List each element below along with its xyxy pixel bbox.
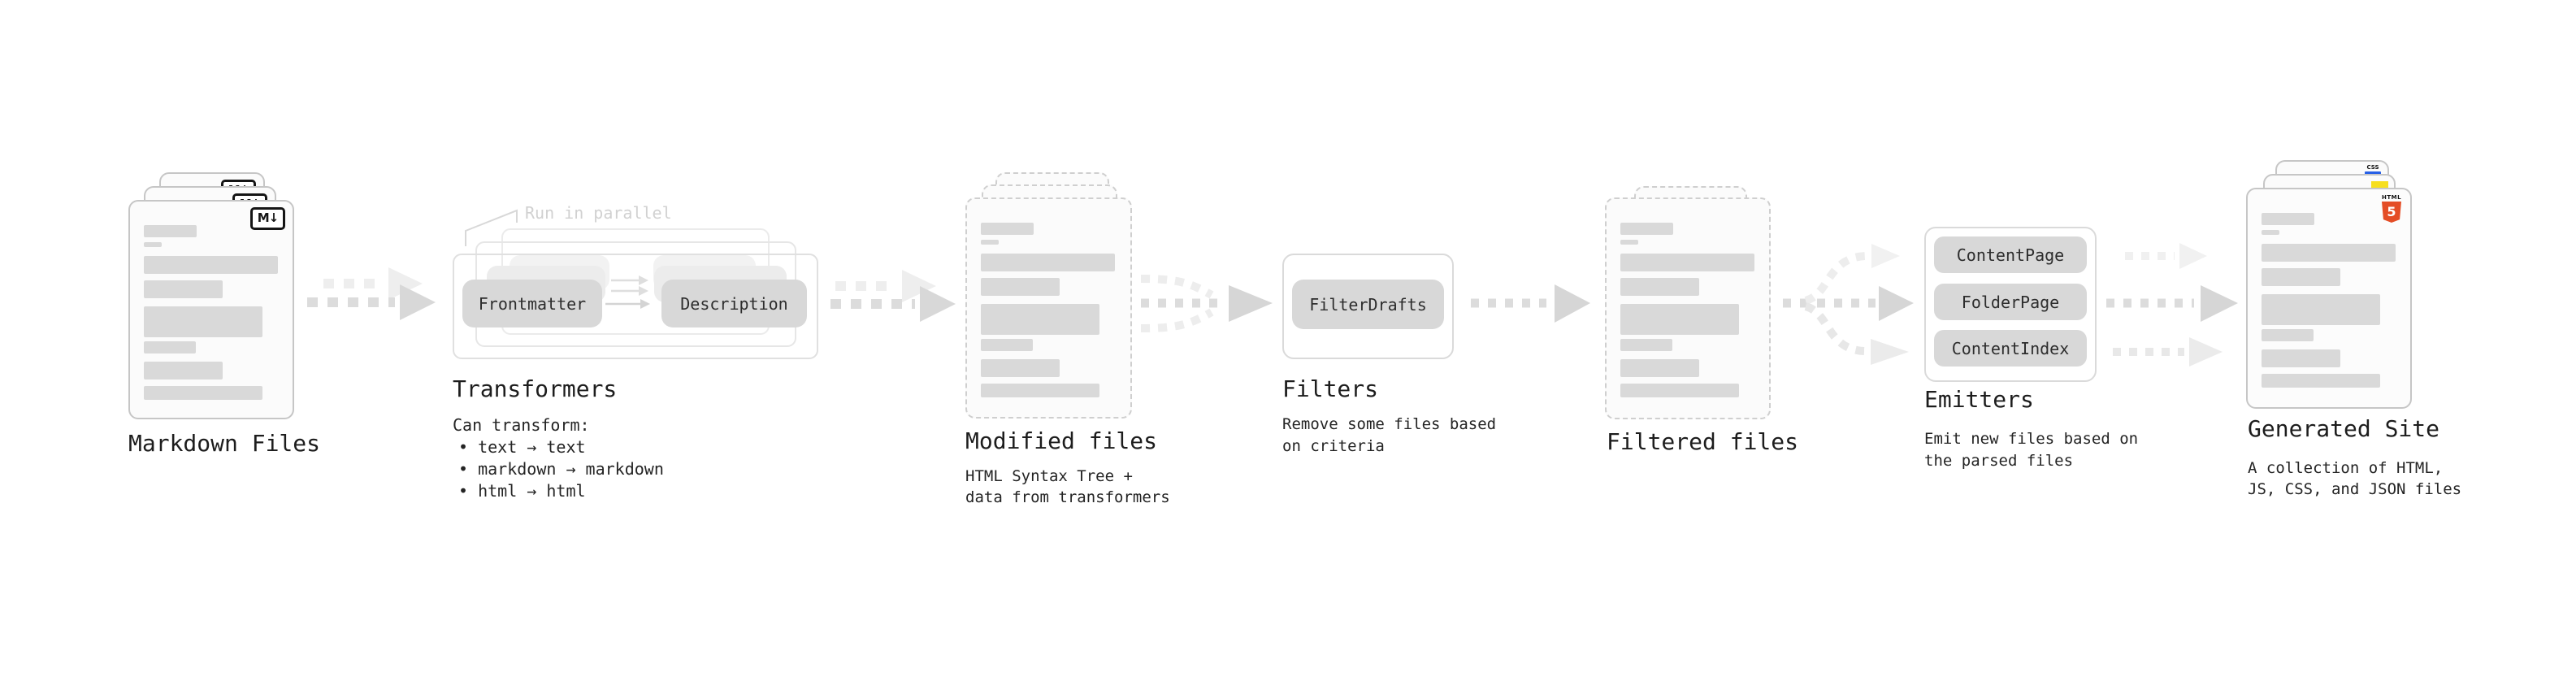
text-line: [1620, 223, 1673, 235]
text-line: [2262, 230, 2279, 235]
filtered-files-label: Filtered files: [1607, 428, 1799, 455]
contentindex-pill: ContentIndex: [1934, 330, 2087, 367]
text-line: [981, 359, 1060, 377]
text-line: [981, 339, 1033, 351]
bullet-item: • html → html: [458, 481, 586, 501]
css-blue-bar: [2365, 171, 2381, 175]
transformers-bullet-list: • text → text • markdown → markdown • ht…: [458, 436, 664, 502]
generated-file-card-front: HTML 5: [2246, 188, 2412, 409]
modified-files-description: HTML Syntax Tree + data from transformer…: [965, 467, 1170, 506]
html5-icon: HTML 5: [2382, 194, 2401, 223]
arrow-filters-to-filtered: [1471, 284, 1590, 323]
emitters-description: Emit new files based on the parsed files: [1924, 430, 2139, 470]
document-text-placeholder: [967, 199, 1130, 417]
generated-site-label: Generated Site: [2248, 415, 2440, 442]
transformers-description: Can transform:: [453, 415, 590, 435]
markdown-files-label: Markdown Files: [128, 430, 321, 457]
bullet-item: • text → text: [458, 437, 586, 457]
text-line: [144, 280, 223, 298]
text-line: [144, 386, 262, 400]
description-pill: Description: [661, 280, 807, 327]
text-line: [2262, 213, 2314, 225]
modified-file-card-front: [965, 197, 1132, 419]
arrow-markdown-to-transformers: [307, 267, 436, 320]
text-line: [981, 240, 999, 245]
text-line: [2262, 349, 2340, 367]
text-line: [981, 254, 1115, 271]
filtered-file-card-front: [1605, 197, 1771, 419]
markdown-icon: M↓: [250, 207, 285, 230]
text-line: [981, 304, 1099, 335]
emitters-label: Emitters: [1924, 386, 2034, 413]
document-text-placeholder: [130, 202, 293, 418]
text-line: [2262, 374, 2380, 388]
modified-files-label: Modified files: [965, 427, 1158, 454]
text-line: [144, 225, 197, 237]
text-line: [981, 384, 1099, 397]
text-line: [144, 306, 262, 337]
filters-label: Filters: [1282, 375, 1379, 402]
generated-site-description: A collection of HTML, JS, CSS, and JSON …: [2248, 459, 2462, 498]
text-line: [981, 278, 1060, 296]
text-line: [1620, 384, 1739, 397]
text-line: [144, 362, 223, 380]
contentpage-pill: ContentPage: [1934, 236, 2087, 273]
html5-label: HTML: [2382, 194, 2402, 201]
text-line: [1620, 359, 1699, 377]
text-line: [1620, 278, 1699, 296]
frontmatter-pill: Frontmatter: [462, 280, 602, 327]
text-line: [2262, 244, 2396, 262]
text-line: [1620, 240, 1638, 245]
filterdrafts-pill: FilterDrafts: [1292, 280, 1444, 329]
text-line: [144, 242, 162, 247]
filters-description: Remove some files based on criteria: [1282, 415, 1497, 455]
run-in-parallel-label: Run in parallel: [525, 203, 672, 223]
folderpage-pill: FolderPage: [1934, 284, 2087, 320]
arrow-emitters-to-generated: [2106, 243, 2238, 367]
text-line: [2262, 329, 2314, 341]
document-text-placeholder: [1607, 199, 1769, 418]
text-line: [981, 223, 1034, 235]
arrow-modified-to-filters: [1140, 275, 1273, 332]
transformer-box-front: [453, 254, 818, 359]
document-text-placeholder: [2248, 189, 2410, 407]
markdown-file-card-front: M↓: [128, 200, 294, 419]
css-file-icon: CSS: [2365, 165, 2381, 175]
text-line: [1620, 339, 1672, 351]
text-line: [144, 256, 278, 274]
arrow-transformers-to-modified: [830, 270, 956, 322]
text-line: [1620, 304, 1739, 335]
text-line: [2262, 268, 2340, 286]
css-label: CSS: [2366, 164, 2379, 171]
text-line: [2262, 294, 2380, 325]
bullet-item: • markdown → markdown: [458, 459, 664, 479]
text-line: [144, 341, 196, 354]
transformers-label: Transformers: [453, 375, 618, 402]
text-line: [1620, 254, 1754, 271]
html5-shield: 5: [2382, 202, 2401, 223]
arrow-filtered-to-emitters: [1783, 244, 1914, 365]
